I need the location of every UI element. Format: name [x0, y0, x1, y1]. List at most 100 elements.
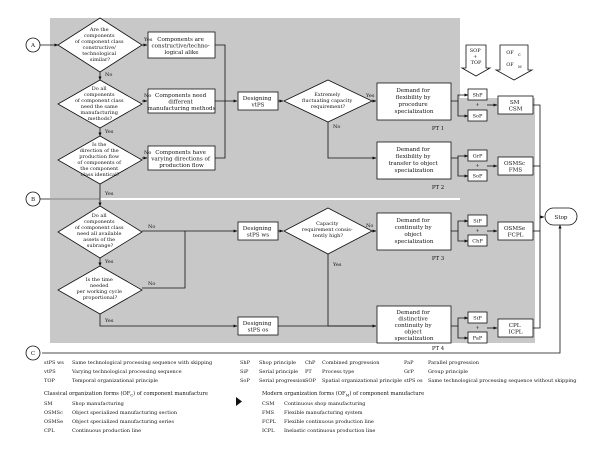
- svg-text:ShP: ShP: [472, 93, 483, 99]
- svg-text:Designing stPS ws: Designing stPS ws: [243, 226, 273, 239]
- svg-text:Temporal organizational princi: Temporal organizational principle: [72, 378, 158, 384]
- outcome-cpl-icpl: CPL ICPL: [497, 318, 534, 338]
- svg-text:Demand for flexibility b: Demand for flexibility by transfer to ob…: [388, 147, 439, 174]
- principle-serial-parallel: SiP + PaP: [467, 311, 488, 344]
- svg-text:ChP: ChP: [472, 239, 483, 245]
- svg-text:stPS os: stPS os: [404, 378, 423, 384]
- svg-text:B: B: [31, 197, 35, 203]
- box-demand-continuity: Demand for continuity by object speciali…: [376, 212, 452, 262]
- svg-text:Demand for flexibility b: Demand for flexibility by procedure spec…: [395, 88, 434, 115]
- svg-text:Varying technological processi: Varying technological processing sequenc…: [71, 369, 182, 375]
- header-organization-forms: OF C OF M: [494, 44, 534, 81]
- svg-text:Same technological processing: Same technological processing sequence w…: [428, 378, 577, 384]
- principle-shop: ShP + SoP: [467, 88, 488, 122]
- svg-text:Classical organization forms (: Classical organization forms (OFC) of co…: [44, 390, 208, 398]
- header-sop-top: SOP + TOP: [460, 44, 492, 77]
- svg-text:SiP: SiP: [473, 219, 482, 225]
- svg-text:SoP: SoP: [473, 174, 483, 180]
- svg-text:+: +: [475, 163, 479, 169]
- svg-text:TOP: TOP: [44, 378, 55, 384]
- svg-text:SOP: SOP: [305, 378, 317, 384]
- svg-text:OF: OF: [506, 50, 514, 56]
- stop-terminal: Stop: [544, 207, 578, 226]
- decision-capacity-high: Capacity requirement consis- tently high…: [283, 207, 373, 255]
- svg-text:GrP: GrP: [473, 154, 483, 160]
- box-designing-vtps: Designing vtPS: [237, 91, 279, 111]
- svg-text:PaP: PaP: [473, 336, 483, 342]
- svg-text:Same technological processing: Same technological processing sequence w…: [72, 360, 213, 366]
- svg-text:Capacity requirement con: Capacity requirement consis- tently high…: [302, 221, 354, 239]
- label-no-4: No: [148, 224, 155, 230]
- svg-text:SM: SM: [44, 401, 53, 407]
- label-no-7: No: [366, 223, 373, 229]
- principle-group: GrP + SoP: [467, 149, 488, 182]
- svg-text:ICPL: ICPL: [262, 428, 275, 434]
- svg-text:Are the components: Are the components of component class co…: [75, 27, 125, 63]
- svg-text:SoP: SoP: [473, 114, 483, 120]
- svg-text:OSMSc: OSMSc: [44, 410, 63, 416]
- svg-text:Shop manufacturing: Shop manufacturing: [72, 401, 125, 407]
- label-yes-4: Yes: [104, 259, 114, 265]
- svg-text:GrP: GrP: [404, 369, 414, 375]
- svg-text:Inelastic continuous productio: Inelastic continuous production line: [284, 428, 375, 434]
- svg-text:OSMSe FCPL: OSMSe FCPL: [504, 226, 527, 239]
- svg-text:Serial progression: Serial progression: [259, 378, 306, 384]
- abbreviation-legend: stPS ws Same technological processing se…: [43, 360, 577, 384]
- box-varying-flow: Components have varying directions of pr…: [147, 145, 216, 171]
- svg-text:ChP: ChP: [305, 360, 316, 366]
- svg-text:Is the direction of the: Is the direction of the production flow …: [77, 142, 122, 178]
- svg-text:Components have varying: Components have varying directions of pr…: [150, 150, 211, 169]
- svg-text:OSMSe: OSMSe: [44, 419, 63, 425]
- svg-text:CSM: CSM: [262, 401, 274, 407]
- box-demand-distinctive: Demand for distinctive continuity by obj…: [376, 305, 452, 352]
- box-designing-stps-os: Designing stPS os: [237, 316, 279, 336]
- principle-serial-combined: SiP + ChP: [467, 214, 488, 247]
- svg-text:Designing stPS os: Designing stPS os: [243, 321, 273, 334]
- label-no-1: No: [105, 72, 112, 78]
- svg-text:Stop: Stop: [554, 215, 567, 221]
- box-demand-procedure: Demand for flexibility by procedure spec…: [376, 82, 452, 132]
- decision-available-assets: Do all components of component class nee…: [57, 205, 143, 259]
- chevron-right-icon: [236, 397, 242, 406]
- process-type-2: PT 2: [432, 185, 444, 191]
- svg-text:Continuous production line: Continuous production line: [72, 428, 141, 434]
- svg-text:vtPS: vtPS: [43, 369, 56, 375]
- label-no-3: No: [144, 150, 151, 156]
- svg-text:Demand for distinctive: Demand for distinctive continuity by obj…: [395, 310, 434, 342]
- label-no-2: No: [144, 93, 151, 99]
- box-different-methods: Components need different manufacturing …: [148, 88, 216, 114]
- connector-b: B: [25, 191, 41, 207]
- label-yes-6: Yes: [365, 93, 375, 99]
- decision-flow-direction: Is the direction of the production flow …: [57, 135, 143, 185]
- svg-text:Serial principle: Serial principle: [259, 369, 298, 375]
- outcome-sm-csm: SM CSM: [497, 95, 534, 115]
- svg-text:Do all components: Do all components of component class nee…: [75, 86, 125, 122]
- svg-text:Group principle: Group principle: [428, 369, 468, 375]
- svg-text:A: A: [30, 43, 36, 49]
- decision-fluctuating-capacity: Extremely fluctuating capacity requireme…: [283, 79, 373, 123]
- svg-text:SiP: SiP: [240, 369, 249, 375]
- svg-text:OSMSc FMS: OSMSc FMS: [504, 161, 527, 174]
- svg-text:+: +: [475, 325, 479, 331]
- svg-text:Do all components: Do all components of component class nee…: [75, 213, 125, 249]
- svg-text:FCPL: FCPL: [262, 419, 277, 425]
- svg-text:Extremely fluctuating ca: Extremely fluctuating capacity requireme…: [302, 92, 354, 110]
- svg-text:Demand for continuity by: Demand for continuity by object speciali…: [395, 218, 434, 245]
- process-type-3: PT 3: [432, 256, 445, 262]
- svg-text:Combined progression: Combined progression: [322, 360, 380, 366]
- decision-component-similarity: Are the components of component class co…: [57, 17, 143, 73]
- svg-text:FMS: FMS: [262, 410, 275, 416]
- connector-a: A: [25, 37, 41, 53]
- label-yes-7: Yes: [332, 262, 342, 268]
- connector-c: C: [25, 345, 41, 361]
- svg-text:stPS ws: stPS ws: [44, 360, 64, 366]
- process-type-4: PT 4: [432, 346, 445, 352]
- svg-text:PT: PT: [305, 369, 312, 375]
- classical-forms-legend: Classical organization forms (OFC) of co…: [44, 390, 208, 434]
- modern-forms-legend: Modern organization forms (OFM) of compo…: [262, 390, 424, 434]
- svg-text:C: C: [31, 351, 35, 357]
- svg-text:Parallel progression: Parallel progression: [428, 360, 480, 366]
- box-constructive-alike: Components are constructive/techno- logi…: [147, 31, 216, 59]
- svg-text:PaP: PaP: [404, 360, 414, 366]
- label-yes-2: Yes: [104, 129, 114, 135]
